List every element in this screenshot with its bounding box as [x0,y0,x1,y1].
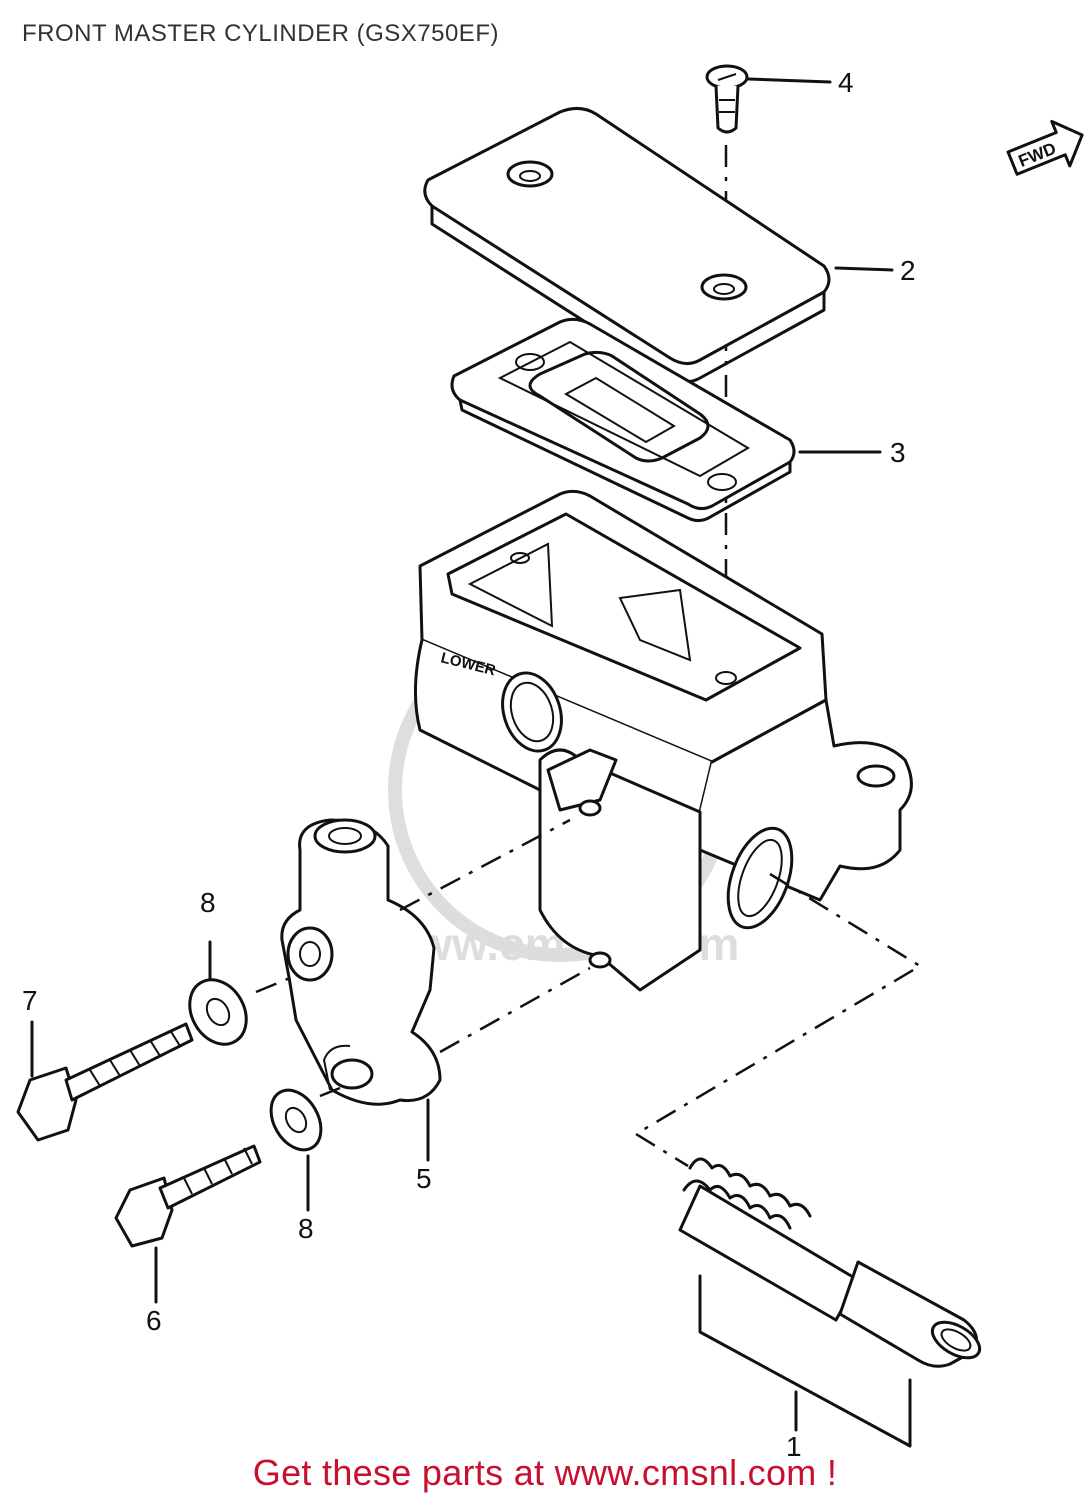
part-master-cylinder-body: LOWER [414,489,913,992]
callout-8-upper: 8 [200,887,216,918]
part-washer-lower [269,1088,323,1152]
callout-7: 7 [22,985,38,1016]
part-long-bolt [16,1022,194,1142]
callout-8-lower: 8 [298,1213,314,1244]
callout-3: 3 [890,437,906,468]
part-piston-assembly [678,1157,982,1368]
footer-promo-link[interactable]: Get these parts at www.cmsnl.com ! [252,1452,838,1493]
page-title: FRONT MASTER CYLINDER (GSX750EF) [22,20,499,47]
part-washer-upper [188,978,248,1046]
callout-5: 5 [416,1163,432,1194]
part-diaphragm [450,317,796,523]
guide-line [319,1086,341,1098]
fwd-arrow-icon: FWD [1006,119,1084,176]
part-reservoir-cap [423,107,831,383]
part-screw [705,64,749,134]
guide-line [399,818,571,912]
leader-lines [30,77,912,1448]
callout-2: 2 [900,255,916,286]
part-lever-holder [280,818,442,1106]
callout-6: 6 [146,1305,162,1336]
guide-line [255,976,291,994]
guide-line [439,966,591,1054]
callout-4: 4 [838,67,854,98]
guide-line [633,872,923,1168]
part-short-bolt [114,1144,262,1248]
callout-1: 1 [786,1431,802,1462]
